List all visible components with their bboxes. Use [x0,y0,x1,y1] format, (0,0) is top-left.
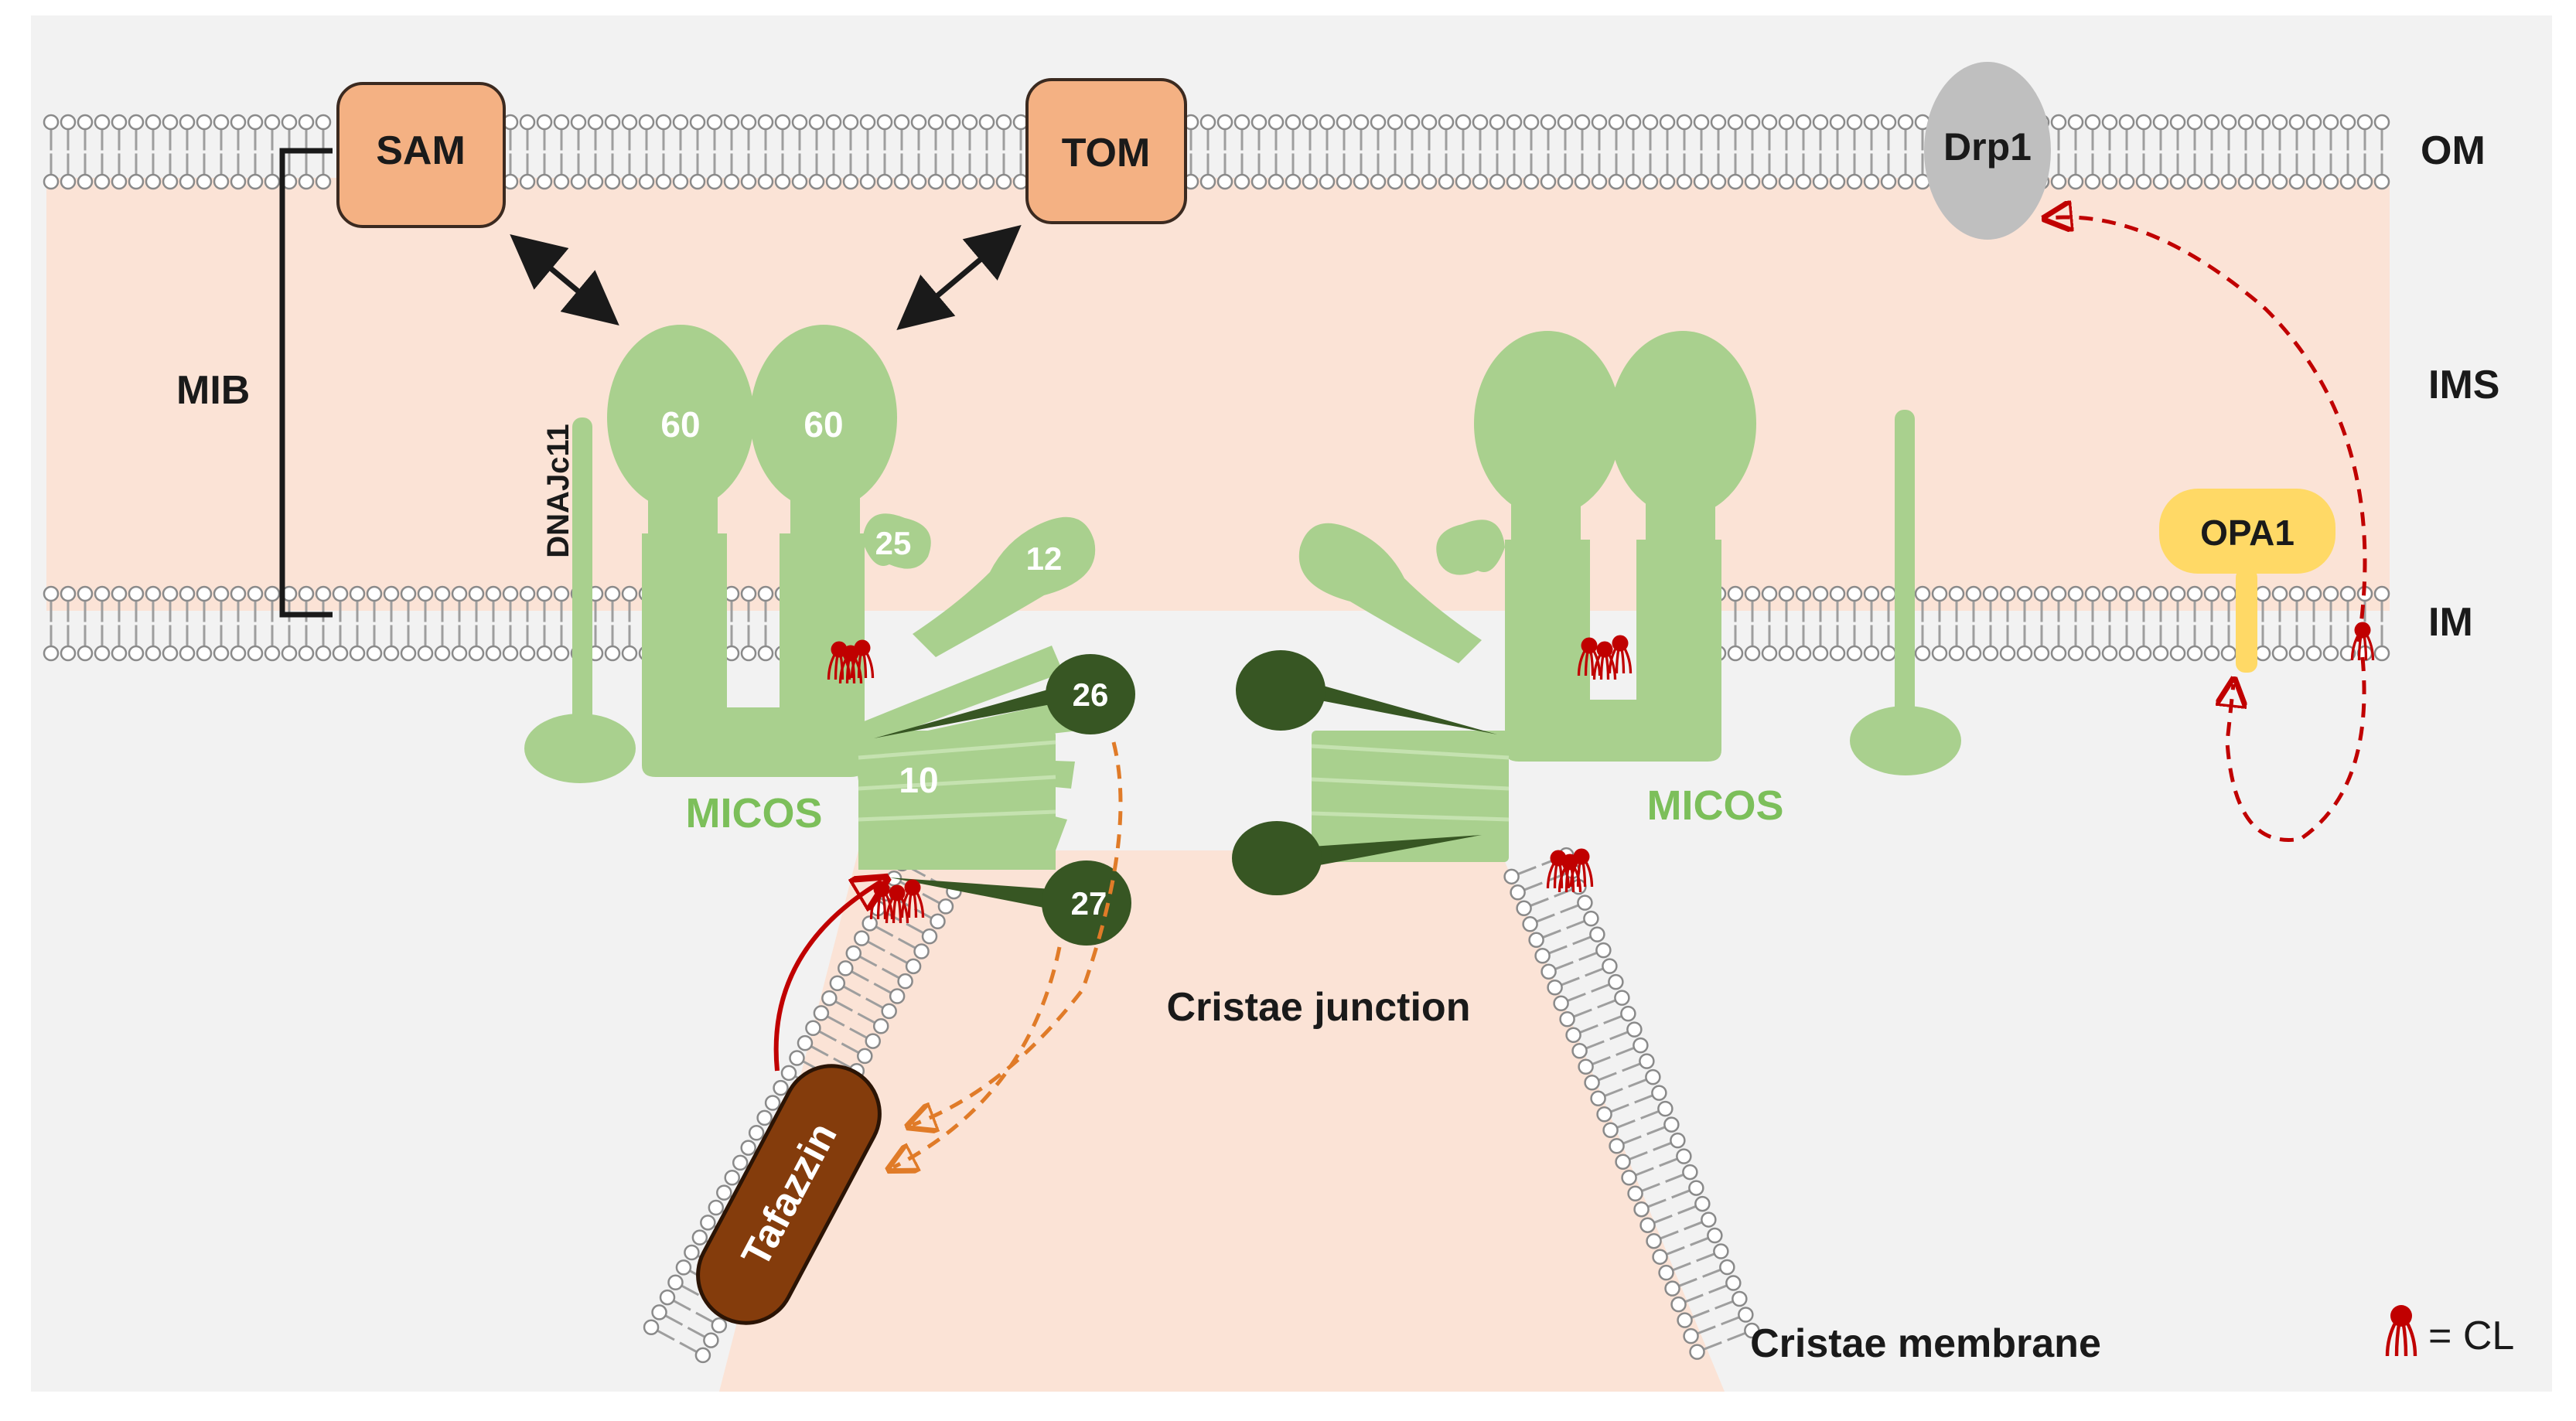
micos-complex-right [1232,331,1961,895]
mic60-b-label: 60 [804,404,843,445]
cl-legend-label: = CL [2428,1314,2514,1358]
outer-membrane [43,114,2390,190]
mic60-base [642,533,865,777]
cardiolipin-icon [1608,635,1633,674]
mic10-block [858,731,1056,870]
cristae-membrane-label: Cristae membrane [1750,1321,2101,1366]
cl-legend: = CL [2385,1305,2514,1358]
cristae-junction-label: Cristae junction [1167,985,1471,1030]
ims-region [46,178,2390,611]
mic25-protein [862,513,931,569]
cardiolipin-icon [1577,637,1602,676]
dnajc11-label: DNAJc11 [541,424,575,557]
cardiolipin-icon [900,879,925,918]
mic12-label: 12 [1026,540,1063,577]
drp1-label: Drp1 [1943,125,2032,169]
cardiolipin-icon [2385,1305,2417,1357]
mic26-tafazzin-arrow [913,741,1123,1125]
ims-label: IMS [2428,363,2499,407]
cardiolipin-icon [1569,848,1594,888]
mic26-stalk [874,684,1075,738]
im-label: IM [2428,600,2473,645]
micos-right-label: MICOS [1646,782,1783,829]
tom-complex [1025,78,1187,224]
opa1-protein [2159,489,2335,574]
mic60-a-label: 60 [660,404,700,445]
opa1-anchor [2236,568,2257,673]
mic10-label: 10 [899,760,938,800]
mic25-label: 25 [875,525,912,561]
micos-complex-left [524,325,1096,870]
mib-label: MIB [176,368,250,413]
tom-micos-arrow [896,224,1022,331]
tom-label: TOM [1062,131,1151,175]
mic27-protein [1042,860,1131,946]
tafazzin-cl-arrow [773,881,882,1072]
cardiolipin-icon [2350,622,2375,661]
dnajc11-head [524,714,636,783]
sam-complex [336,82,506,228]
mic26-27-left [874,654,1135,946]
mic27-tafazzin-arrow [893,946,1062,1167]
sam-micos-arrow [510,234,619,325]
cristae-membrane-right [1503,847,1760,1360]
mib-bracket [279,148,333,618]
opa1-label: OPA1 [2200,513,2295,553]
micos-left-label: MICOS [685,790,822,837]
cardiolipin-icon [885,884,909,924]
mic27-stalk [889,877,1052,908]
drp1-protein [1924,62,2051,240]
cardiolipin-icon [2385,1305,2417,1357]
mic26-label: 26 [1073,676,1109,713]
cl-opa1-arrow [2227,656,2366,842]
cardiolipin-group [827,622,2375,924]
dnajc11-stalk [572,417,592,727]
cristae-space [719,850,1725,1392]
om-label: OM [2421,128,2486,173]
mic12-protein [913,516,1096,657]
cardiolipin-icon [850,639,875,679]
sam-label: SAM [376,128,466,173]
mic60-b-head [750,325,897,510]
mic26-protein [1046,654,1135,734]
cardiolipin-icon [1592,641,1617,680]
cardiolipin-icon [827,641,851,680]
cardiolipin-icon [869,881,894,920]
mic27-label: 27 [1071,885,1107,922]
